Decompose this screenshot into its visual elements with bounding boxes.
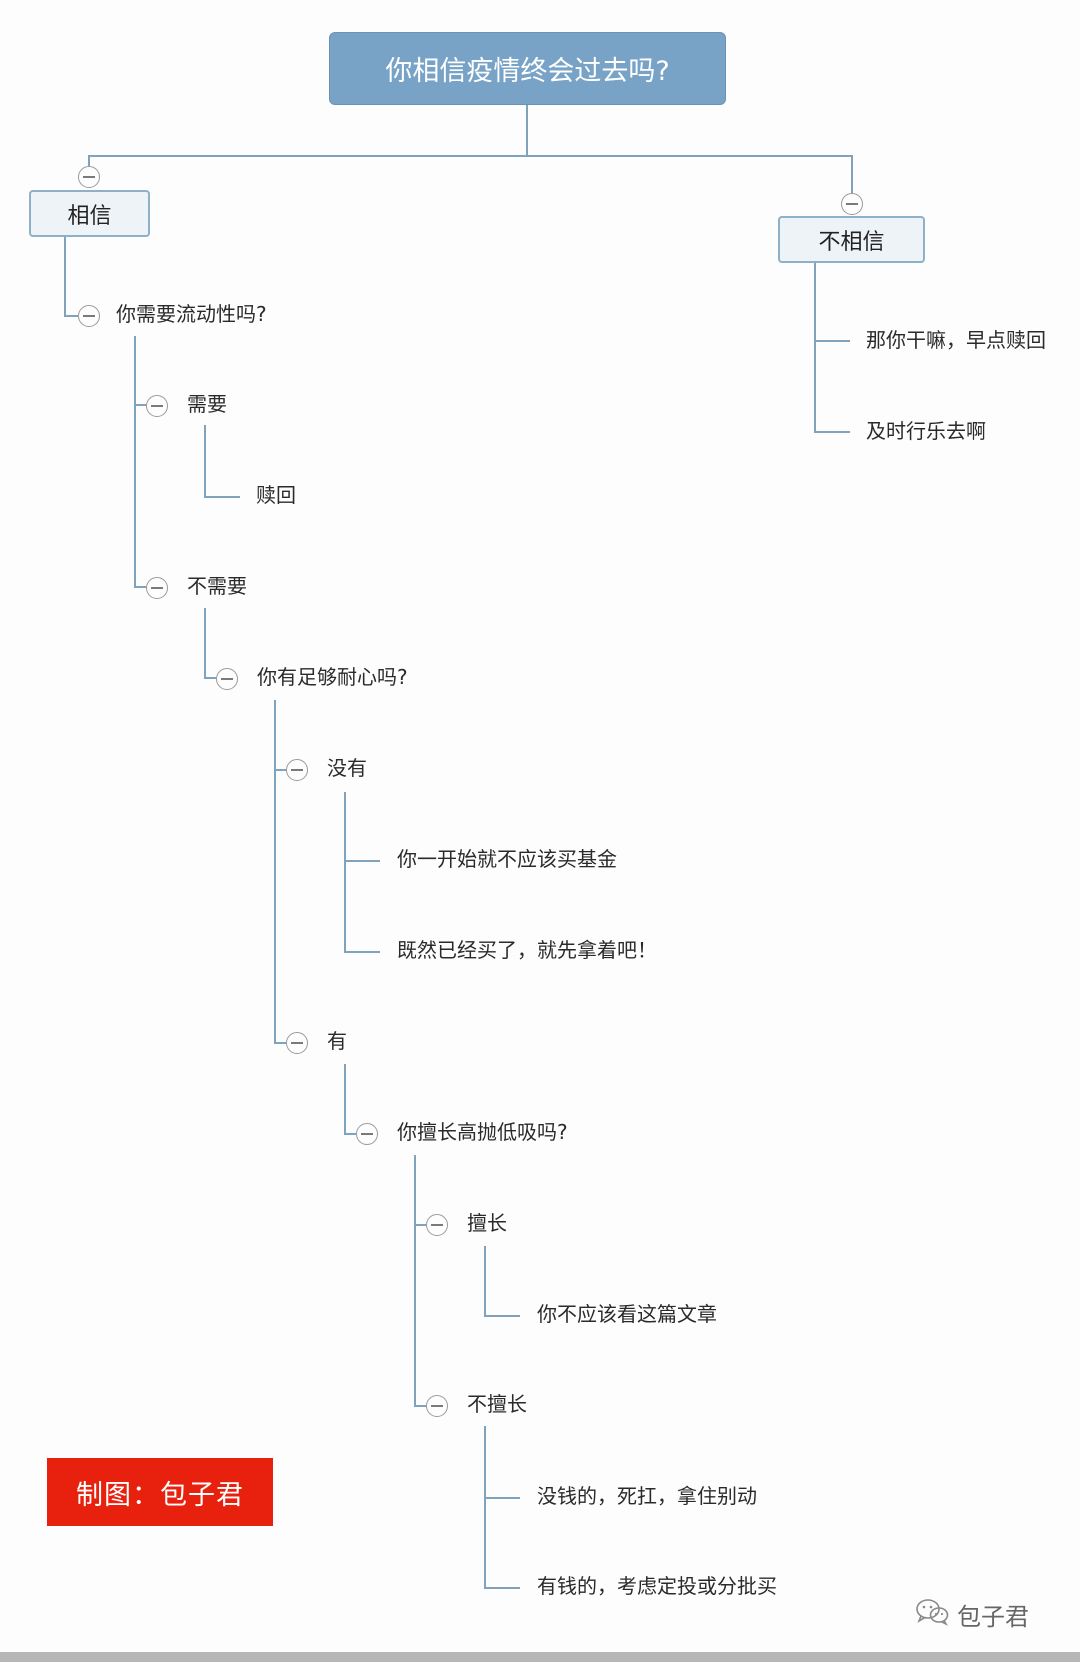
- root-node-label: 你相信疫情终会过去吗?: [385, 56, 670, 87]
- answer-need: 赎回: [256, 483, 296, 507]
- collapse-toggle-believe[interactable]: [78, 166, 100, 188]
- answer-not-good-1: 没钱的，死扛，拿住别动: [537, 1484, 757, 1508]
- question-trading-skill[interactable]: 你擅长高抛低吸吗?: [397, 1120, 568, 1144]
- collapse-toggle-no-need[interactable]: [146, 577, 168, 599]
- collapse-toggle-q3[interactable]: [356, 1123, 378, 1145]
- option-yes[interactable]: 有: [327, 1029, 347, 1053]
- branch-not-believe-label: 不相信: [818, 229, 885, 255]
- option-no[interactable]: 没有: [327, 756, 367, 780]
- collapse-toggle-no[interactable]: [286, 759, 308, 781]
- watermark: 包子君: [915, 1597, 1029, 1632]
- option-no-need[interactable]: 不需要: [187, 574, 247, 598]
- answer-not-good-2: 有钱的，考虑定投或分批买: [537, 1574, 777, 1598]
- answer-not-believe-2: 及时行乐去啊: [866, 419, 986, 443]
- branch-node-believe[interactable]: 相信: [29, 190, 150, 237]
- wechat-icon: [915, 1598, 949, 1632]
- branch-node-not-believe[interactable]: 不相信: [778, 216, 925, 263]
- collapse-toggle-not-good[interactable]: [426, 1395, 448, 1417]
- collapse-toggle-q1[interactable]: [78, 305, 100, 327]
- option-need[interactable]: 需要: [187, 392, 227, 416]
- answer-no-1: 你一开始就不应该买基金: [397, 847, 617, 871]
- collapse-toggle-good[interactable]: [426, 1214, 448, 1236]
- answer-good: 你不应该看这篇文章: [537, 1302, 717, 1326]
- question-liquidity[interactable]: 你需要流动性吗?: [116, 302, 267, 326]
- bottom-bar: [0, 1652, 1080, 1662]
- option-not-good[interactable]: 不擅长: [467, 1392, 527, 1416]
- credit-badge: 制图：包子君: [47, 1458, 273, 1526]
- answer-no-2: 既然已经买了，就先拿着吧！: [397, 938, 657, 962]
- credit-text: 制图：包子君: [76, 1479, 244, 1511]
- collapse-toggle-not-believe[interactable]: [841, 193, 863, 215]
- collapse-toggle-q2[interactable]: [216, 668, 238, 690]
- collapse-toggle-yes[interactable]: [286, 1032, 308, 1054]
- watermark-text: 包子君: [957, 1603, 1029, 1631]
- answer-not-believe-1: 那你干嘛，早点赎回: [866, 328, 1046, 352]
- branch-believe-label: 相信: [67, 203, 112, 229]
- root-node[interactable]: 你相信疫情终会过去吗?: [329, 32, 726, 105]
- question-patience[interactable]: 你有足够耐心吗?: [257, 665, 408, 689]
- collapse-toggle-need[interactable]: [146, 395, 168, 417]
- option-good[interactable]: 擅长: [467, 1211, 507, 1235]
